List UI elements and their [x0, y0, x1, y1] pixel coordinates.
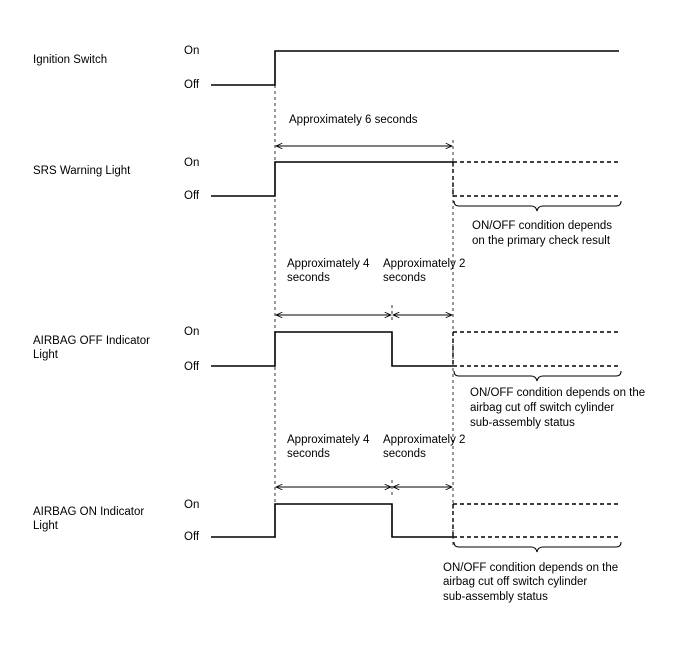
airbag-on-indicator-row: Approximately 4 seconds Approximately 2 …	[33, 434, 622, 603]
airbag-off-duration1-line-1: Approximately 4	[287, 258, 370, 270]
srs-warning-light-label: SRS Warning Light	[33, 165, 131, 177]
srs-signal-waveform	[211, 161, 453, 197]
airbag-off-off-label: Off	[184, 361, 200, 373]
airbag-on-on-label: On	[184, 499, 199, 511]
airbag-off-note-line-2: airbag cut off switch cylinder	[470, 402, 614, 414]
airbag-off-indicator-label-line-1: AIRBAG OFF Indicator	[33, 335, 150, 347]
airbag-off-note-line-3: sub-assembly status	[470, 417, 575, 429]
ignition-off-label: Off	[184, 79, 200, 91]
ignition-signal-waveform	[211, 50, 619, 86]
srs-off-label: Off	[184, 190, 200, 202]
airbag-off-indicator-label-line-2: Light	[33, 349, 59, 361]
airbag-on-note-brace	[453, 541, 622, 553]
airbag-on-duration1-line-2: seconds	[287, 448, 330, 460]
airbag-off-duration1-line-2: seconds	[287, 272, 330, 284]
airbag-off-indicator-row: Approximately 4 seconds Approximately 2 …	[33, 258, 645, 429]
ignition-switch-row: Ignition Switch On Off	[33, 45, 619, 91]
airbag-on-off-label: Off	[184, 531, 200, 543]
airbag-on-signal-waveform	[211, 503, 453, 538]
airbag-on-indicator-label-line-1: AIRBAG ON Indicator	[33, 506, 144, 518]
srs-duration-label: Approximately 6 seconds	[289, 114, 418, 126]
srs-note-line-1: ON/OFF condition depends	[472, 220, 612, 232]
airbag-on-duration2-line-1: Approximately 2	[383, 434, 465, 446]
ignition-switch-label: Ignition Switch	[33, 54, 107, 66]
airbag-off-on-label: On	[184, 326, 199, 338]
airbag-off-signal-waveform	[211, 331, 453, 367]
ignition-on-label: On	[184, 45, 199, 57]
srs-on-label: On	[184, 157, 199, 169]
srs-note-line-2: on the primary check result	[472, 235, 611, 247]
airbag-off-note-line-1: ON/OFF condition depends on the	[470, 387, 645, 399]
airbag-on-indicator-label-line-2: Light	[33, 520, 59, 532]
airbag-on-duration2-line-2: seconds	[383, 448, 426, 460]
airbag-on-note-line-2: airbag cut off switch cylinder	[443, 576, 587, 588]
airbag-off-duration2-line-2: seconds	[383, 272, 426, 284]
srs-warning-light-row: Approximately 6 seconds SRS Warning Ligh…	[33, 114, 622, 247]
airbag-on-duration1-line-1: Approximately 4	[287, 434, 370, 446]
airbag-off-duration2-line-1: Approximately 2	[383, 258, 465, 270]
srs-note-brace	[453, 200, 622, 212]
airbag-on-note-line-3: sub-assembly status	[443, 591, 548, 603]
airbag-on-note-line-1: ON/OFF condition depends on the	[443, 562, 618, 574]
airbag-off-note-brace	[453, 370, 622, 382]
